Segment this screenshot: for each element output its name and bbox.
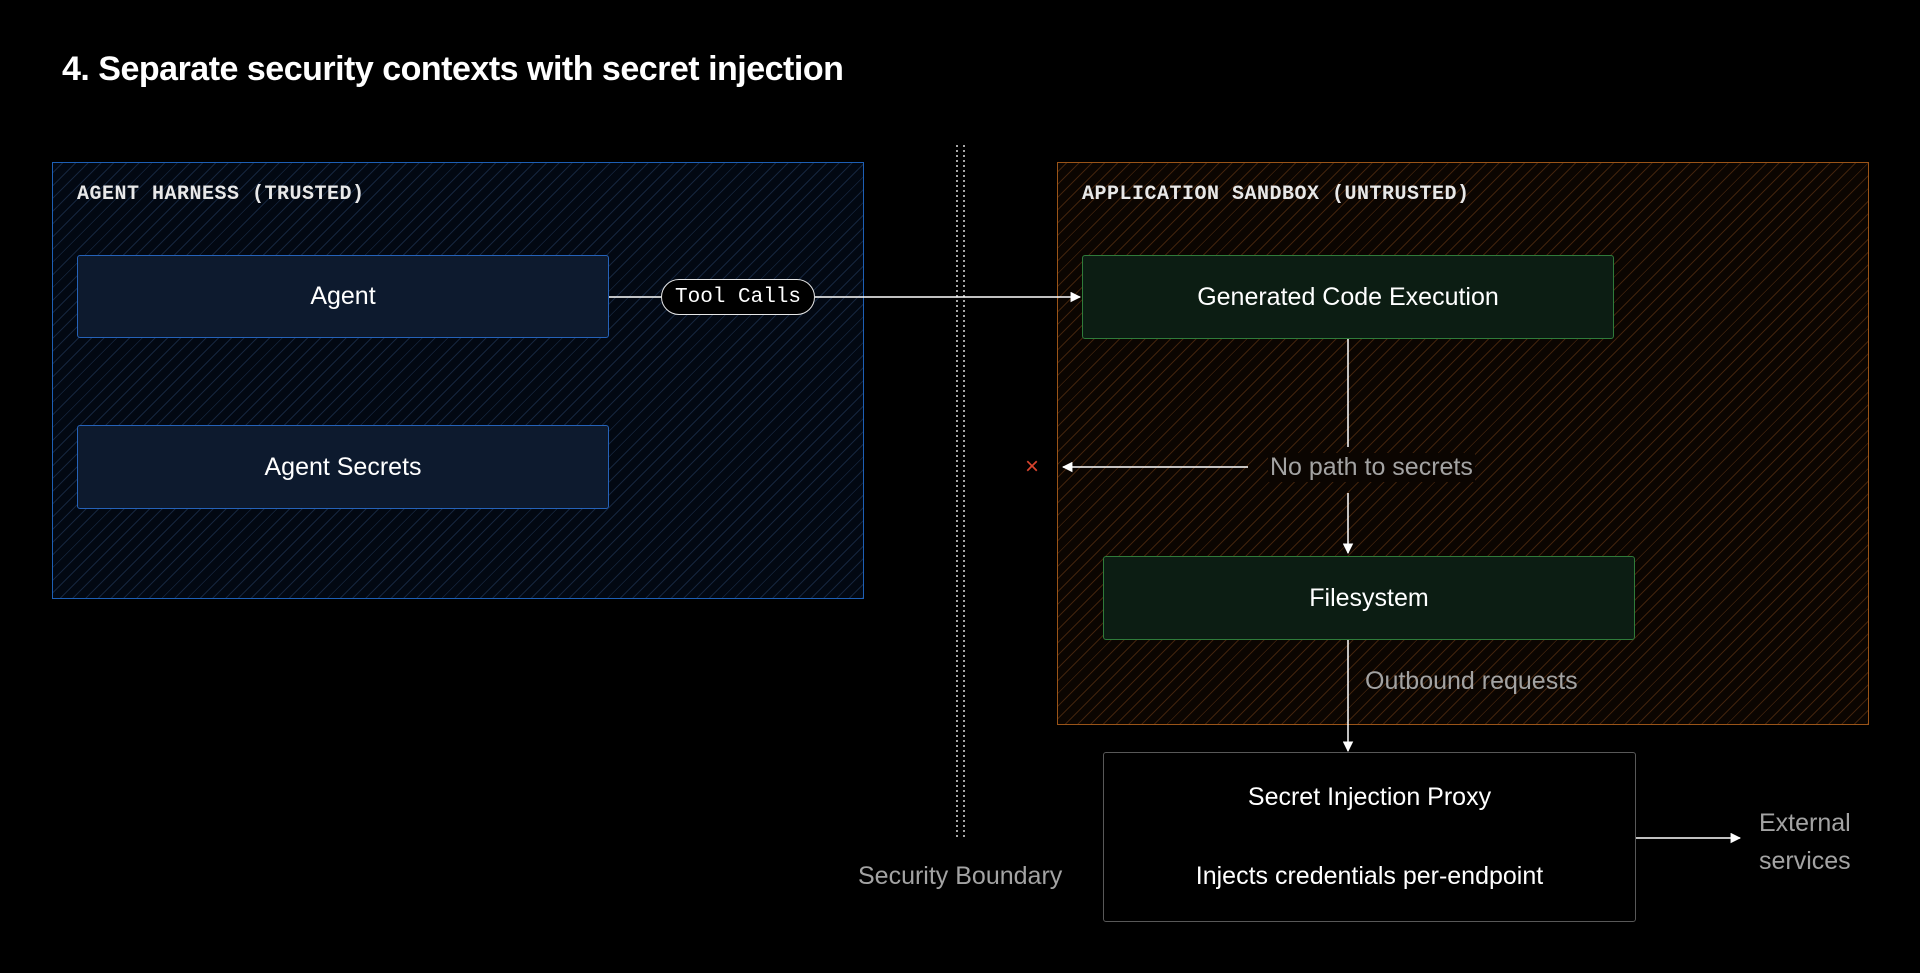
blocked-x-icon: × — [1025, 453, 1040, 480]
outbound-requests-label: Outbound requests — [1365, 667, 1578, 695]
generated-code-execution-node: Generated Code Execution — [1082, 255, 1614, 339]
external-services-label: External services — [1759, 809, 1851, 875]
security-boundary-label: Security Boundary — [858, 862, 1063, 890]
secret-injection-proxy-node: Secret Injection Proxy Injects credentia… — [1103, 752, 1636, 922]
proxy-title: Secret Injection Proxy — [1247, 783, 1492, 811]
proxy-subtitle: Injects credentials per-endpoint — [1195, 862, 1544, 890]
filesystem-node: Filesystem — [1103, 556, 1635, 640]
no-path-label: No path to secrets — [1268, 453, 1475, 482]
agent-node: Agent — [77, 255, 609, 338]
page-title: 4. Separate security contexts with secre… — [62, 50, 844, 88]
application-sandbox-label: APPLICATION SANDBOX (UNTRUSTED) — [1082, 183, 1470, 206]
agent-harness-zone: AGENT HARNESS (TRUSTED) — [52, 162, 864, 599]
agent-secrets-node: Agent Secrets — [77, 425, 609, 509]
tool-calls-pill: Tool Calls — [661, 279, 815, 315]
agent-harness-label: AGENT HARNESS (TRUSTED) — [77, 183, 365, 206]
